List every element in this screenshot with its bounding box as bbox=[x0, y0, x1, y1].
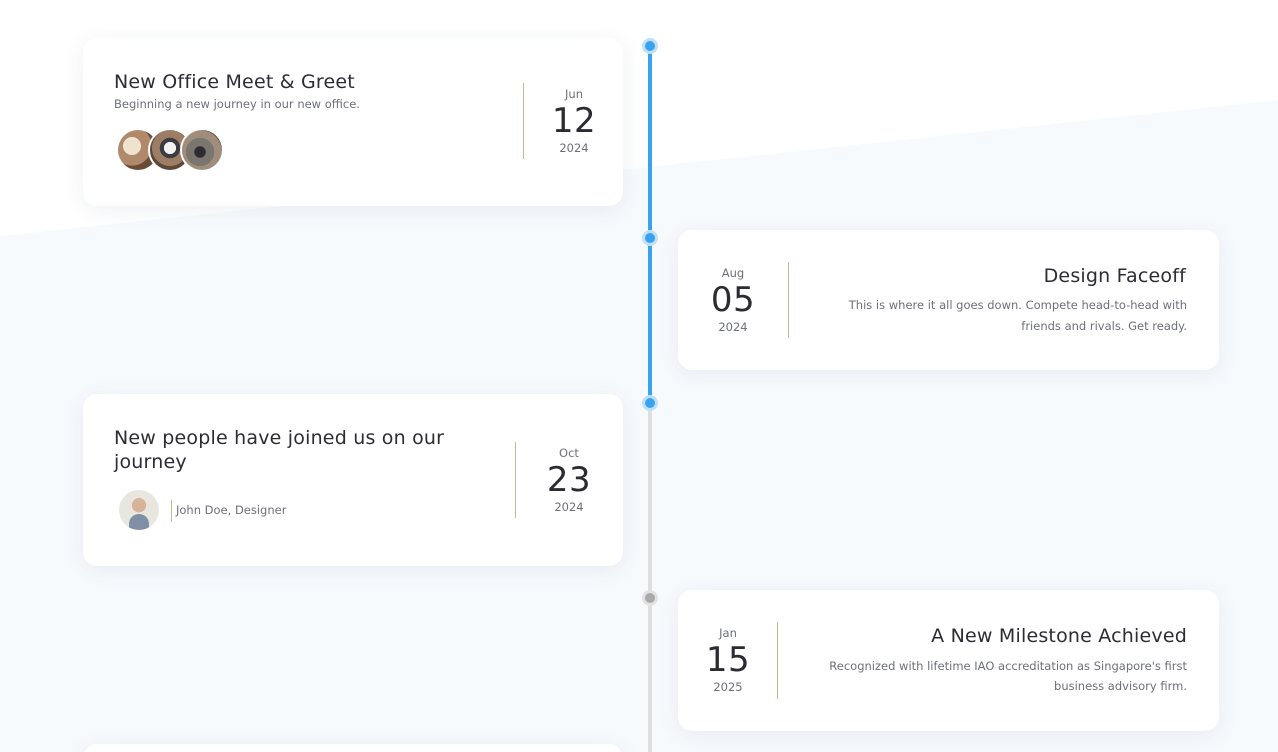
date-year: 2025 bbox=[713, 680, 743, 694]
event-description: This is where it all goes down. Compete … bbox=[848, 298, 1187, 333]
timeline-progress bbox=[648, 46, 652, 404]
user-avatar[interactable] bbox=[119, 490, 159, 530]
event-title: Design Faceoff bbox=[1043, 265, 1186, 287]
date-separator bbox=[515, 442, 516, 518]
date-year: 2024 bbox=[718, 320, 748, 334]
date-separator bbox=[788, 262, 789, 338]
timeline-marker-2 bbox=[645, 233, 655, 243]
date-month: Jan bbox=[719, 626, 737, 640]
timeline-card-milestone[interactable]: Jan 15 2025 A New Milestone Achieved Rec… bbox=[678, 590, 1219, 731]
date-month: Aug bbox=[721, 266, 745, 280]
author-name: John Doe, Designer bbox=[176, 503, 287, 517]
author-separator bbox=[171, 500, 172, 522]
event-subtitle: Beginning a new journey in our new offic… bbox=[114, 97, 360, 111]
timeline-card-next[interactable] bbox=[83, 744, 623, 752]
date-year: 2024 bbox=[554, 500, 584, 514]
event-date: Aug 05 2024 bbox=[698, 266, 768, 334]
date-day: 15 bbox=[705, 640, 751, 680]
event-description: Recognized with lifetime IAO accreditati… bbox=[829, 659, 1187, 693]
event-date: Jun 12 2024 bbox=[538, 87, 610, 155]
date-day: 05 bbox=[710, 280, 756, 320]
date-month: Oct bbox=[559, 446, 579, 460]
event-date: Oct 23 2024 bbox=[533, 446, 605, 514]
date-day: 23 bbox=[546, 460, 592, 500]
office-photo-avatar[interactable] bbox=[182, 130, 222, 170]
timeline-card-office-meet[interactable]: New Office Meet & Greet Beginning a new … bbox=[83, 38, 623, 206]
date-day: 12 bbox=[551, 101, 597, 141]
date-year: 2024 bbox=[559, 141, 589, 155]
event-title: New people have joined us on our journey bbox=[114, 427, 445, 473]
timeline-marker-1 bbox=[645, 41, 655, 51]
event-date: Jan 15 2025 bbox=[693, 626, 763, 694]
event-title: A New Milestone Achieved bbox=[931, 625, 1187, 647]
date-separator bbox=[523, 83, 524, 159]
timeline-card-design-faceoff[interactable]: Aug 05 2024 Design Faceoff This is where… bbox=[678, 230, 1219, 370]
timeline-marker-4 bbox=[645, 593, 655, 603]
date-month: Jun bbox=[565, 87, 583, 101]
timeline-card-new-people[interactable]: New people have joined us on our journey… bbox=[83, 394, 623, 566]
timeline-marker-3 bbox=[645, 398, 655, 408]
date-separator bbox=[777, 622, 778, 699]
event-title: New Office Meet & Greet bbox=[114, 71, 355, 93]
